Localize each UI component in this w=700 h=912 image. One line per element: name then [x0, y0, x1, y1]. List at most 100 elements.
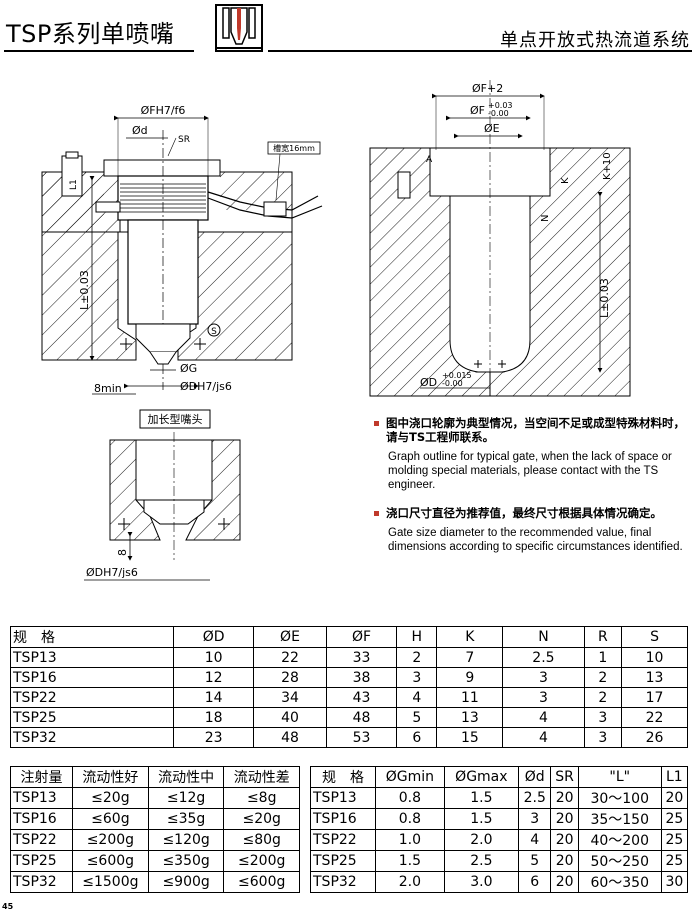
- table-cell: 2: [583, 687, 623, 708]
- table-cell: 3: [396, 667, 438, 688]
- table-header: H: [396, 626, 438, 648]
- table-cell: 1.5: [375, 850, 445, 872]
- table-cell: 0.8: [375, 787, 445, 809]
- table-cell: 3: [583, 707, 623, 728]
- table-cell: 30～100: [577, 787, 662, 809]
- table-cell: ≤80g: [223, 829, 300, 851]
- dim-l1-label: L1: [69, 179, 79, 190]
- extended-tip-label: 加长型嘴头: [148, 412, 203, 426]
- table-cell: TSP32: [10, 871, 73, 893]
- table-cell: ≤12g: [147, 787, 225, 809]
- table-cell: ≤600g: [71, 850, 149, 872]
- table-cell: 3.0: [443, 871, 520, 893]
- table-header: 规 格: [9, 626, 175, 648]
- table-cell: 20: [550, 871, 579, 893]
- table-row: TSP32≤1500g≤900g≤600g: [10, 871, 300, 893]
- table-row: TSP25≤600g≤350g≤200g: [10, 850, 300, 872]
- table-cell: 4: [396, 687, 438, 708]
- table-cell: ≤900g: [147, 871, 225, 893]
- page-number: 45: [2, 902, 14, 911]
- table-cell: 50～250: [577, 850, 662, 872]
- table-cell: ≤35g: [147, 808, 225, 830]
- table-cell: 6: [396, 727, 438, 748]
- table-cell: ≤200g: [223, 850, 300, 872]
- table-cell: 15: [436, 727, 504, 748]
- table-header: S: [621, 626, 688, 648]
- table-cell: ≤1500g: [71, 871, 149, 893]
- table-header: ØGmax: [443, 766, 520, 788]
- table-header: 流动性差: [223, 766, 300, 788]
- table-cell: TSP32: [309, 871, 377, 893]
- dim-d-tol-up: +0.015: [442, 371, 472, 380]
- table-cell: 2: [583, 667, 623, 688]
- table-cell: TSP13: [10, 787, 73, 809]
- table-cell: 48: [253, 727, 327, 748]
- dim-l-right-label: L±0.03: [598, 278, 611, 318]
- table-header: 流动性好: [71, 766, 149, 788]
- dim-l-label: L±0.03: [78, 270, 91, 310]
- table-cell: TSP25: [309, 850, 377, 872]
- table-header: ØE: [253, 626, 327, 648]
- table-header: K: [436, 626, 504, 648]
- table-cell: 3: [583, 727, 623, 748]
- table-cell: 40～200: [577, 829, 662, 851]
- dim-8min-label: 8min: [94, 382, 122, 395]
- dim-f2-label: ØF+2: [472, 82, 503, 95]
- table-cell: 30: [660, 871, 689, 893]
- design-notes: 图中浇口轮廓为典型情况，当空间不足或成型特殊材料时，请与TS工程师联系。 Gra…: [372, 416, 692, 568]
- table-cell: ≤20g: [71, 787, 149, 809]
- dim-d-right-label: ØD: [420, 376, 437, 389]
- slot-width-label: 槽宽16mm: [273, 143, 315, 153]
- table-cell: 22: [621, 707, 688, 728]
- table-cell: 5: [396, 707, 438, 728]
- table-cell: 1.5: [443, 808, 520, 830]
- table-cell: 1.0: [375, 829, 445, 851]
- table-cell: TSP16: [10, 808, 73, 830]
- table-cell: 25: [660, 808, 689, 830]
- table-cell: TSP13: [309, 787, 377, 809]
- table-cell: TSP16: [309, 808, 377, 830]
- dim-sr-label: SR: [178, 135, 190, 145]
- series-title: TSP系列单喷嘴: [6, 20, 175, 48]
- nozzle-section-drawing: S 槽宽16mm ØFH7/f6 Ød SR L±0.03 L1 ØG ØDH7…: [41, 104, 323, 395]
- table-header: 规 格: [309, 766, 377, 788]
- table-cell: 17: [621, 687, 688, 708]
- table-header: L1: [660, 766, 689, 788]
- table-cell: TSP16: [9, 667, 175, 688]
- note-gate-size-en: Gate size diameter to the recommended va…: [388, 527, 683, 553]
- table-cell: 38: [325, 667, 398, 688]
- table-cell: 4: [502, 707, 585, 728]
- table-cell: 7: [436, 647, 504, 668]
- table-cell: TSP22: [309, 829, 377, 851]
- table-header: 流动性中: [147, 766, 225, 788]
- table-cell: 5: [518, 850, 552, 872]
- note-gate-size-zh: 浇口尺寸直径为推荐值，最终尺寸根据具体情况确定。: [372, 506, 692, 520]
- note-gate-outline-en: Graph outline for typical gate, when the…: [388, 451, 672, 491]
- dim-f-tol-up: +0.03: [488, 101, 513, 110]
- table-header-row: 注射量 流动性好 流动性中 流动性差: [10, 766, 300, 788]
- table-header: N: [502, 626, 585, 648]
- table-cell: 3: [502, 687, 585, 708]
- dim-e-label: ØE: [484, 122, 500, 135]
- table-cell: 6: [518, 871, 552, 893]
- table-cell: ≤20g: [223, 808, 300, 830]
- table-cell: TSP25: [10, 850, 73, 872]
- table-cell: 3: [502, 667, 585, 688]
- surface-mark-label: S: [211, 327, 217, 337]
- table-cell: 18: [173, 707, 254, 728]
- dim-k-label: K: [560, 177, 571, 184]
- dim-f-tol-down: -0.00: [488, 109, 509, 118]
- table-cell: 14: [173, 687, 254, 708]
- table-cell: 1: [583, 647, 623, 668]
- table-cell: 23: [173, 727, 254, 748]
- dim-d-label: Ød: [132, 124, 148, 137]
- note-gate-outline-zh: 图中浇口轮廓为典型情况，当空间不足或成型特殊材料时，请与TS工程师联系。: [372, 416, 692, 444]
